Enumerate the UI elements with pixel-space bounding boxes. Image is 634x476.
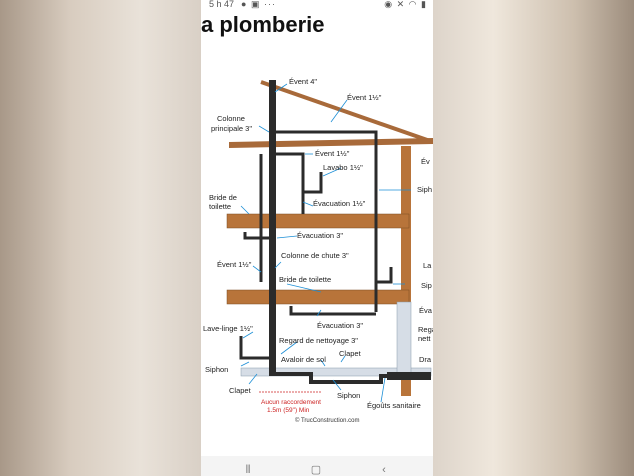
label-regard-right-1: Rega [418,325,433,334]
floor-joist-upper [226,213,410,229]
label-sip-right: Sip [421,281,432,290]
vent-pipe-upper [276,130,378,312]
back-icon[interactable]: ‹ [382,464,386,476]
toilet-drain-upper [243,232,269,240]
mute-icon: ✕ [396,0,406,9]
label-lavabo: Lavabo 1½" [323,163,363,172]
blurred-background-right [433,0,634,476]
label-eva-right: Éva [419,306,433,315]
label-event1half-top: Évent 1½" [347,93,382,102]
system-icons: ◉ ✕ ◠ ▮ [384,0,427,10]
phone-screen: 5 h 47 ● ▣ ··· ◉ ✕ ◠ ▮ a plomberie [201,0,433,476]
sewer-pipe [387,372,431,380]
label-ev-right: Év [421,157,430,166]
label-bride-toilette-mid: Bride de toilette [279,275,331,284]
label-aucun-raccordement: Aucun raccordement [261,399,321,406]
roof-beam [229,138,433,148]
label-regard-right-2: nett [418,334,431,343]
label-event1half-left: Évent 1½" [217,260,252,269]
wifi-icon: ◠ [408,0,418,9]
roof-rafter [260,80,433,144]
washer-drain [239,336,269,360]
more-icon: ··· [263,0,276,9]
foundation-wall [396,301,412,375]
label-egouts: Égoûts sanitaire [367,401,421,410]
plumbing-diagram: Évent 4" Évent 1½" Colonne principale 3"… [203,77,433,424]
label-clapet-left: Clapet [229,386,252,395]
label-bride-toilette-1: Bride de [209,193,237,202]
label-clapet-mid: Clapet [339,349,362,358]
label-evacuation-3: Évacuation 3" [297,231,343,240]
gallery-icon: ▣ [250,0,261,9]
status-time: 5 h 47 [209,0,235,9]
label-event4: Évent 4" [289,77,317,86]
leader-lines [240,83,411,403]
label-siphon-left: Siphon [205,365,228,374]
label-lave-linge: Lave-linge 1½" [203,324,253,333]
main-stack-pipe [269,80,276,376]
home-icon[interactable]: ▢ [310,464,322,476]
notification-icons: ● ▣ ··· [241,0,276,10]
label-colonne-principale-1: Colonne [217,114,245,123]
label-evacuation-1half: Évacuation 1½" [313,199,366,208]
diagram-credit: © TrucConstruction.com [295,417,359,424]
signal-icon: ▮ [421,0,427,9]
label-regard-nettoyage: Regard de nettoyage 3" [279,336,358,345]
wood-post-right [401,146,411,396]
page-title: a plomberie [201,12,325,37]
label-siph-right: Siph [417,185,432,194]
vent-pipe-mid [276,152,305,214]
blurred-background-left [0,0,201,476]
label-bride-toilette-2: toilette [209,202,231,211]
label-la-right: La [423,261,432,270]
recent-apps-icon[interactable]: ⦀ [245,464,251,476]
toilet-drain-lower [289,306,376,316]
floor-joist-lower [226,289,410,305]
navigation-bar: ⦀ ▢ ‹ [201,456,433,476]
alarm-icon: ◉ [384,0,394,9]
label-avaloir: Avaloir de sol [281,355,326,364]
status-bar: 5 h 47 ● ▣ ··· ◉ ✕ ◠ ▮ [201,0,433,10]
facebook-icon: ● [241,0,248,9]
right-fixture-drain [376,267,393,284]
label-colonne-chute: Colonne de chute 3" [281,251,349,260]
sink-drain-pipe [303,172,323,194]
label-colonne-principale-2: principale 3" [211,124,252,133]
label-aucun-distance: 1.5m (59") Min [267,407,310,414]
label-dra-right: Dra [419,355,432,364]
label-event1half-mid: Évent 1½" [315,149,350,158]
label-siphon-bottom: Siphon [337,391,360,400]
label-evacuation-3-low: Évacuation 3" [317,321,363,330]
